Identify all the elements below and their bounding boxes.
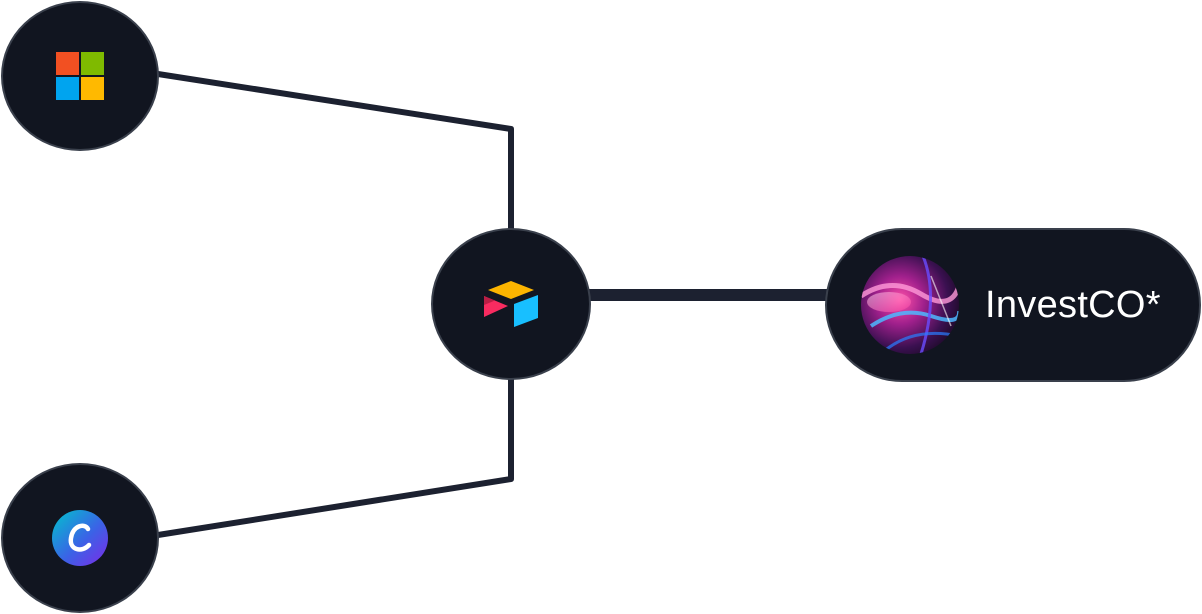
connector-microsoft-to-airtable xyxy=(157,71,514,230)
investco-node[interactable]: InvestCO* xyxy=(825,228,1201,382)
investco-avatar-icon xyxy=(861,256,959,354)
canva-node[interactable] xyxy=(1,463,159,613)
connector-canva-to-airtable xyxy=(157,378,514,538)
microsoft-logo-icon xyxy=(56,52,104,100)
investco-label: InvestCO* xyxy=(985,283,1161,326)
canva-logo-icon xyxy=(52,510,108,566)
airtable-logo-icon xyxy=(481,279,541,329)
airtable-node[interactable] xyxy=(431,228,591,380)
microsoft-node[interactable] xyxy=(1,1,159,151)
